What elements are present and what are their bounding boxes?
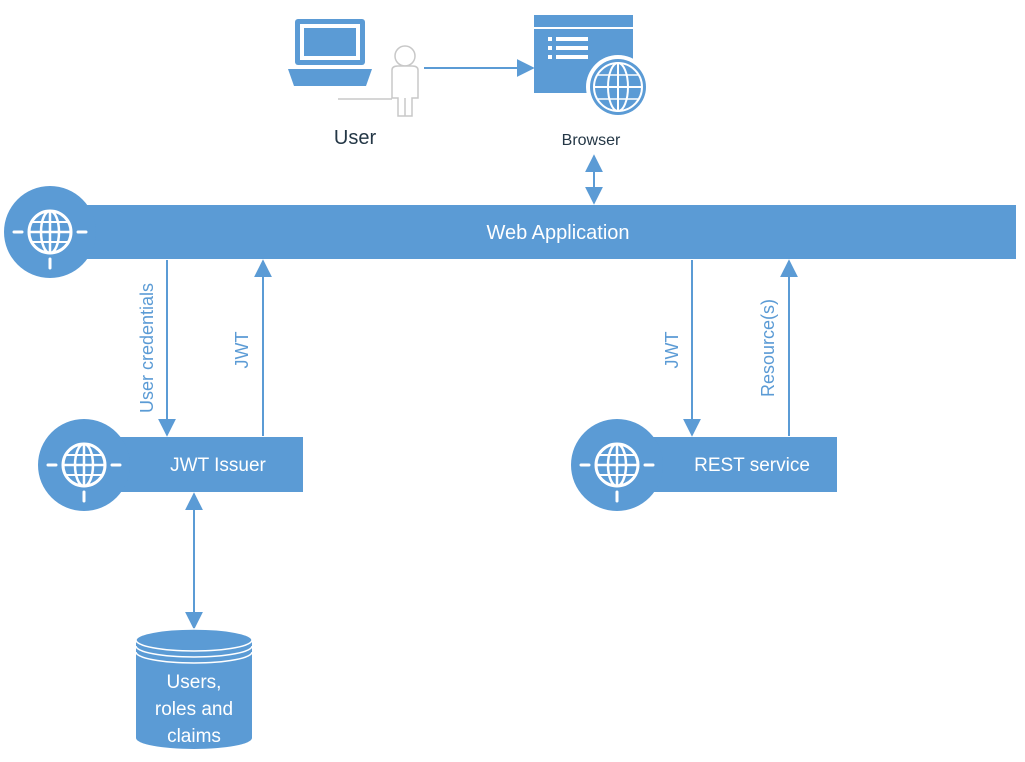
rest-service-globe-icon [569,417,665,513]
laptop-icon [288,19,372,86]
user-credentials-label: User credentials [137,283,157,413]
database-label-line-2: roles and [155,699,233,720]
user-label: User [334,127,377,149]
jwt-to-webapp-label: JWT [232,332,252,369]
browser-window-icon [534,15,633,93]
web-application-globe-icon [2,184,98,280]
rest-service-label: REST service [694,455,810,476]
jwt-issuer-globe-icon [36,417,132,513]
database-label-line-1: Users, [167,672,222,693]
resources-label: Resource(s) [758,299,778,397]
database-icon [135,628,253,749]
browser-label: Browser [562,132,621,149]
jwt-issuer-label: JWT Issuer [170,455,266,476]
jwt-to-rest-label: JWT [662,332,682,369]
database-label-line-3: claims [167,726,221,747]
web-application-label: Web Application [486,222,629,244]
browser-globe-icon [586,55,650,119]
person-icon [338,45,419,117]
web-application-bar [50,205,1016,259]
